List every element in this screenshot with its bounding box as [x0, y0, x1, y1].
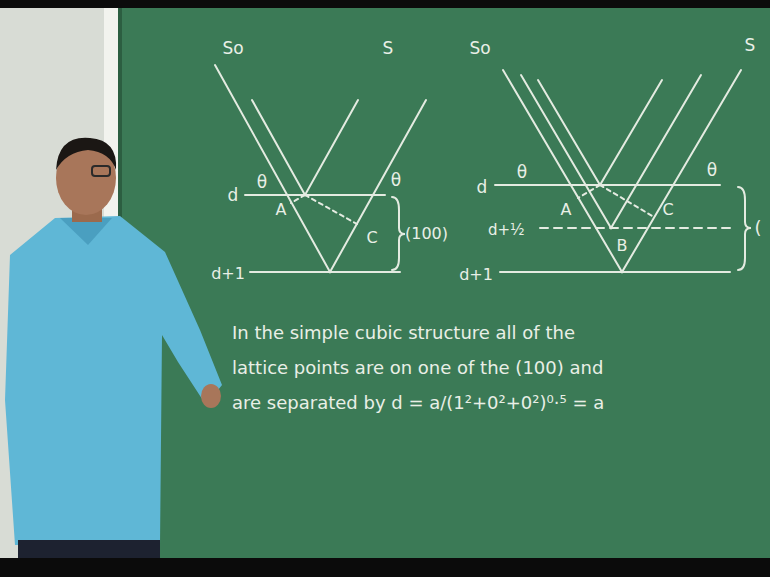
- lattice-plane: [495, 184, 720, 186]
- trousers: [18, 540, 160, 558]
- chalk-label: d+1: [459, 266, 493, 284]
- chalk-label: θ: [257, 173, 267, 192]
- chalk-label: A: [561, 201, 572, 219]
- half-lattice-plane: [540, 227, 735, 229]
- lattice-plane: [250, 271, 400, 273]
- chalk-label: θ: [517, 163, 527, 182]
- chalk-label: C: [366, 229, 377, 247]
- x-ray-path: [252, 100, 358, 195]
- chalk-label: d+½: [488, 222, 525, 239]
- hand: [201, 384, 221, 408]
- chalk-label: d: [477, 178, 488, 197]
- chalk-label: θ: [391, 171, 401, 190]
- lattice-plane: [245, 194, 385, 196]
- brace: [738, 187, 751, 270]
- path-difference-line: [600, 185, 654, 217]
- lattice-plane: [500, 271, 730, 273]
- x-ray-path: [215, 65, 426, 272]
- shirt: [5, 216, 222, 545]
- chalk-label: d+1: [211, 265, 245, 283]
- chalk-label: θ: [707, 161, 717, 180]
- chalkboard: [0, 8, 770, 558]
- chalk-label: B: [617, 237, 628, 255]
- presenter: [5, 138, 222, 558]
- chalk-label: (: [754, 218, 761, 238]
- chalk-drawing: [215, 65, 751, 272]
- path-difference-line: [291, 195, 305, 203]
- x-ray-path: [538, 80, 662, 185]
- chalk-label: d: [228, 186, 239, 205]
- chalk-label: C: [662, 201, 673, 219]
- chalk-label: S: [383, 39, 394, 58]
- chalk-label: So: [469, 39, 490, 58]
- chalk-note: In the simple cubic structure all of the: [232, 323, 575, 343]
- glasses: [92, 166, 110, 176]
- chalk-label: So: [222, 39, 243, 58]
- x-ray-path: [503, 70, 741, 272]
- chalk-note: are separated by d = a/(1²+0²+0²)⁰·⁵ = a: [232, 393, 604, 413]
- collar: [60, 218, 112, 245]
- chalk-label: (100): [405, 225, 448, 243]
- chalk-note: lattice points are on one of the (100) a…: [232, 358, 603, 378]
- chalk-label: S: [745, 36, 756, 55]
- path-difference-line: [578, 185, 600, 198]
- path-difference-line: [305, 195, 357, 224]
- brace: [392, 197, 405, 270]
- x-ray-path: [521, 75, 701, 228]
- chalk-label: A: [276, 201, 287, 219]
